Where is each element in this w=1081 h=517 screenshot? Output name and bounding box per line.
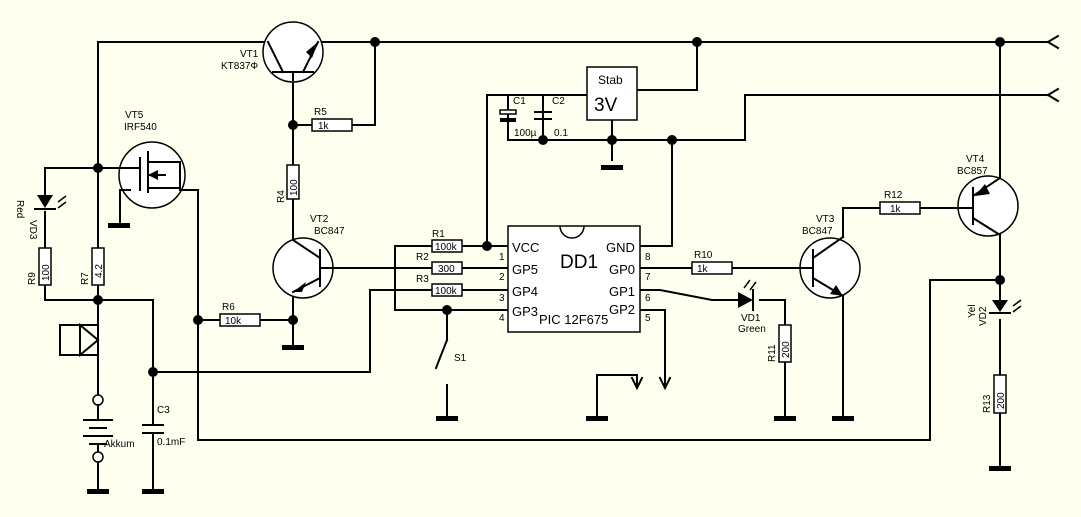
svg-text:R2: R2 [416,252,429,263]
led-vd1: VD1 Green [738,279,766,335]
resistor-r1: R1 100k [431,229,463,253]
junctions [93,37,1005,377]
resistor-r6: R6 10k [219,302,261,327]
svg-text:VCC: VCC [512,240,539,255]
svg-text:BC847: BC847 [802,226,833,237]
svg-text:R7: R7 [80,272,91,285]
svg-text:R12: R12 [884,190,903,201]
svg-text:GP1: GP1 [609,284,635,299]
svg-text:S1: S1 [454,353,467,364]
led-vd3: VD3 Red [14,195,67,240]
svg-text:3: 3 [499,293,505,304]
svg-text:3V: 3V [594,95,618,116]
svg-text:R1: R1 [432,229,445,240]
transistor-vt4: VT4 BC857 [957,154,1019,237]
svg-text:C2: C2 [552,96,565,107]
transistor-vt3: VT3 BC847 [796,214,861,299]
svg-text:C3: C3 [157,405,170,416]
svg-text:VT4: VT4 [966,154,985,165]
svg-text:200: 200 [781,341,792,358]
svg-text:GND: GND [606,240,635,255]
resistor-r3: R3 100k [416,274,463,297]
svg-text:5: 5 [645,313,651,324]
svg-text:GP4: GP4 [512,284,538,299]
svg-text:100: 100 [289,179,300,196]
svg-text:VD1: VD1 [741,313,761,324]
svg-text:10k: 10k [225,316,242,327]
resistor-r10: R10 1k [691,250,733,275]
svg-text:BC847: BC847 [314,226,345,237]
svg-text:7: 7 [645,272,651,283]
svg-text:100: 100 [41,264,52,281]
battery-connector: Akkum [59,322,135,463]
svg-text:4: 4 [499,313,505,324]
svg-text:VD3: VD3 [27,220,38,240]
mcu-ref: DD1 [560,252,598,273]
svg-text:GP3: GP3 [512,304,538,319]
transistor-vt5: VT5 IRF540 [118,110,186,209]
svg-text:VT3: VT3 [816,214,835,225]
switch-s1: S1 [434,338,467,370]
svg-text:4.2: 4.2 [94,264,105,278]
svg-text:200: 200 [996,392,1007,409]
capacitor-c2: C2 0.1 [534,94,568,141]
resistor-r2: R2 300 [416,252,463,275]
svg-text:VT5: VT5 [125,110,144,121]
resistor-r12: R12 1k [879,190,921,215]
mcu-dd1: DD1 PIC 12F675 VCC GP5 GP4 GP3 1 2 3 4 G… [499,225,651,333]
svg-text:1: 1 [499,252,505,263]
resistor-r4: R4 100 [276,164,300,203]
svg-text:1k: 1k [697,264,709,275]
svg-text:BC857: BC857 [957,166,988,177]
svg-text:Yel: Yel [967,304,978,318]
resistor-r13: R13 200 [982,374,1007,414]
svg-text:8: 8 [645,252,651,263]
svg-text:GP0: GP0 [609,262,635,277]
svg-text:KT837Ф: KT837Ф [221,61,258,72]
svg-text:Red: Red [14,200,25,218]
voltage-stabilizer: Stab 3V [586,66,638,121]
resistor-r9: R9 100 [27,247,52,286]
ground-symbols [87,165,1011,494]
svg-text:R13: R13 [982,394,993,413]
resistor-r5: R5 1k [311,107,353,132]
resistor-r11: R11 200 [767,324,792,363]
svg-text:VT1: VT1 [240,49,259,60]
capacitor-c1: C1 100µ [499,94,537,141]
svg-text:R11: R11 [767,344,778,362]
transistor-vt2: VT2 BC847 [272,214,345,299]
svg-text:0.1mF: 0.1mF [157,437,185,448]
svg-text:R9: R9 [27,272,38,285]
svg-text:GP5: GP5 [512,262,538,277]
svg-text:IRF540: IRF540 [124,122,157,133]
mcu-part: PIC 12F675 [539,312,608,327]
svg-text:100µ: 100µ [514,128,537,139]
svg-text:C1: C1 [513,96,526,107]
svg-text:300: 300 [438,264,455,275]
resistor-r7: R7 4.2 [80,247,105,286]
svg-text:6: 6 [645,293,651,304]
svg-text:100k: 100k [435,286,458,297]
svg-text:VT2: VT2 [310,214,329,225]
svg-text:GP2: GP2 [609,302,635,317]
svg-text:Akkum: Akkum [104,439,135,450]
svg-text:Green: Green [738,324,766,335]
svg-text:0.1: 0.1 [554,128,568,139]
svg-text:R6: R6 [222,302,235,313]
svg-text:R5: R5 [314,107,327,118]
svg-text:R3: R3 [416,274,429,285]
svg-text:2: 2 [499,272,505,283]
capacitor-c3: C3 0.1mF [142,405,185,448]
svg-text:R10: R10 [694,250,713,261]
svg-text:1k: 1k [890,204,902,215]
transistor-vt1: VT1 KT837Ф [221,21,324,83]
svg-text:R4: R4 [276,190,287,203]
led-vd2: VD2 Yel [967,299,1022,326]
svg-text:Stab: Stab [598,73,623,87]
svg-text:1k: 1k [318,121,330,132]
svg-text:VD2: VD2 [978,306,989,326]
svg-text:100k: 100k [435,242,458,253]
